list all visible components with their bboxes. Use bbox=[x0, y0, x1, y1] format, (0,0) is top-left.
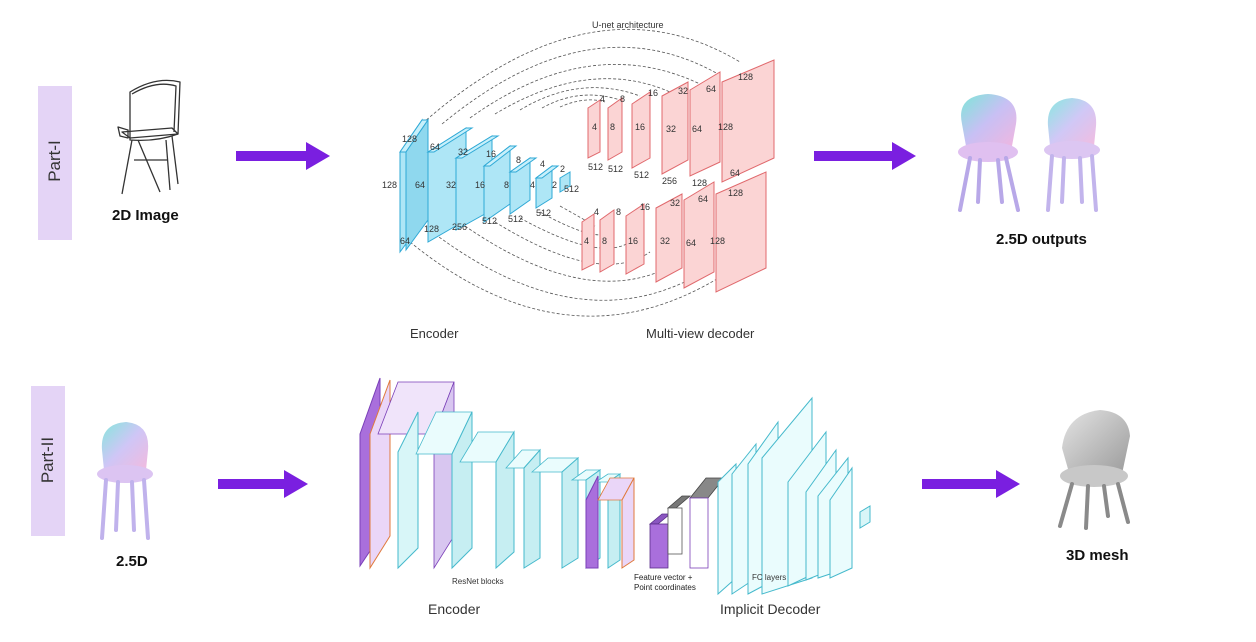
enc-label-side: 4 bbox=[530, 180, 535, 190]
enc-label-bottom: 512 bbox=[536, 208, 551, 218]
unet-decoder-label: Multi-view decoder bbox=[646, 326, 755, 341]
enc-label-side: 8 bbox=[504, 180, 509, 190]
feature-vector-blocks bbox=[648, 477, 725, 569]
encoder-label: Encoder bbox=[428, 601, 480, 617]
dec-bottom-label-side: 8 bbox=[602, 236, 607, 246]
enc-label-side: 128 bbox=[382, 180, 397, 190]
enc-label-side: 32 bbox=[446, 180, 456, 190]
dec-top-label-bottom: 64 bbox=[730, 168, 740, 178]
dec-top-label-side: 8 bbox=[610, 122, 615, 132]
chair-normal-map-image bbox=[97, 422, 153, 540]
part-1-label: Part-I bbox=[45, 140, 64, 182]
dec-top-label-side: 128 bbox=[718, 122, 733, 132]
enc-label-bottom: 512 bbox=[508, 214, 523, 224]
part-2-input-caption: 2.5D bbox=[116, 553, 148, 570]
enc-label-bottom: 128 bbox=[424, 224, 439, 234]
arrow-right-icon bbox=[922, 470, 1020, 498]
dec-top-label-side: 16 bbox=[635, 122, 645, 132]
dec-bottom-label-side: 64 bbox=[686, 238, 696, 248]
enc-label-top: 2 bbox=[560, 164, 565, 174]
enc-label-bottom: 512 bbox=[564, 184, 579, 194]
dec-top-label-bottom: 128 bbox=[692, 178, 707, 188]
dec-bottom-label-side: 16 bbox=[628, 236, 638, 246]
dec-top-label-bottom: 512 bbox=[608, 164, 623, 174]
implicit-network-diagram: ResNet blocks Feature vector + Point coo… bbox=[359, 377, 871, 617]
chair-sketch-image bbox=[117, 79, 181, 195]
chair-normal-map-image bbox=[958, 94, 1020, 212]
dec-bottom-label-side: 128 bbox=[710, 236, 725, 246]
feature-label-line1: Feature vector + bbox=[634, 573, 693, 582]
dec-top-label-side: 4 bbox=[592, 122, 597, 132]
enc-label-top: 64 bbox=[430, 142, 440, 152]
dec-top-label-top: 64 bbox=[706, 84, 716, 94]
unet-decoder-bottom-blocks bbox=[581, 171, 767, 293]
arrow-right-icon bbox=[218, 470, 308, 498]
part-1-input-caption: 2D Image bbox=[112, 207, 179, 224]
enc-label-top: 8 bbox=[516, 155, 521, 165]
unet-title: U-net architecture bbox=[592, 20, 664, 30]
unet-encoder-blocks bbox=[399, 118, 571, 254]
part-2-label: Part-II bbox=[38, 436, 57, 484]
enc-label-top: 4 bbox=[540, 159, 545, 169]
part-1-tab: Part-I bbox=[38, 86, 72, 240]
arrow-right-icon bbox=[814, 142, 916, 170]
dec-bottom-label-top: 128 bbox=[728, 188, 743, 198]
dec-top-label-bottom: 512 bbox=[588, 162, 603, 172]
part-2-tab: Part-II bbox=[31, 386, 65, 536]
enc-label-bottom: 64 bbox=[400, 236, 410, 246]
dec-bottom-label-side: 4 bbox=[584, 236, 589, 246]
dec-top-label-top: 4 bbox=[600, 94, 605, 104]
part-1-output-caption: 2.5D outputs bbox=[996, 231, 1087, 248]
part-2-output-caption: 3D mesh bbox=[1066, 547, 1129, 564]
feature-label-line2: Point coordinates bbox=[634, 583, 696, 592]
fc-layer-blocks bbox=[717, 396, 871, 596]
implicit-decoder-label: Implicit Decoder bbox=[720, 601, 821, 617]
dec-bottom-label-top: 8 bbox=[616, 207, 621, 217]
arrow-right-icon bbox=[236, 142, 330, 170]
enc-label-bottom: 256 bbox=[452, 222, 467, 232]
unet-diagram: U-net architecture 128 128 64 64 64 128 … bbox=[382, 20, 775, 341]
chair-3d-mesh-image bbox=[1058, 410, 1130, 530]
dec-top-label-bottom: 512 bbox=[634, 170, 649, 180]
unet-encoder-label: Encoder bbox=[410, 326, 459, 341]
enc-label-top: 128 bbox=[402, 134, 417, 144]
dec-top-label-top: 8 bbox=[620, 94, 625, 104]
resnet-encoder-blocks bbox=[359, 377, 635, 570]
dec-top-label-top: 16 bbox=[648, 88, 658, 98]
enc-label-bottom: 512 bbox=[482, 216, 497, 226]
dec-top-label-top: 32 bbox=[678, 86, 688, 96]
fc-label: FC layers bbox=[752, 573, 786, 582]
dec-bottom-label-top: 16 bbox=[640, 202, 650, 212]
dec-top-label-side: 32 bbox=[666, 124, 676, 134]
dec-top-label-side: 64 bbox=[692, 124, 702, 134]
dec-bottom-label-top: 32 bbox=[670, 198, 680, 208]
dec-bottom-label-top: 64 bbox=[698, 194, 708, 204]
unet-decoder-top-blocks bbox=[587, 59, 775, 183]
enc-label-side: 64 bbox=[415, 180, 425, 190]
dec-bottom-label-side: 32 bbox=[660, 236, 670, 246]
chair-normal-map-image bbox=[1044, 98, 1100, 212]
enc-label-top: 16 bbox=[486, 149, 496, 159]
enc-label-side: 2 bbox=[552, 180, 557, 190]
enc-label-top: 32 bbox=[458, 147, 468, 157]
dec-top-label-top: 128 bbox=[738, 72, 753, 82]
dec-top-label-bottom: 256 bbox=[662, 176, 677, 186]
resnet-label: ResNet blocks bbox=[452, 577, 504, 586]
dec-bottom-label-top: 4 bbox=[594, 207, 599, 217]
enc-label-side: 16 bbox=[475, 180, 485, 190]
